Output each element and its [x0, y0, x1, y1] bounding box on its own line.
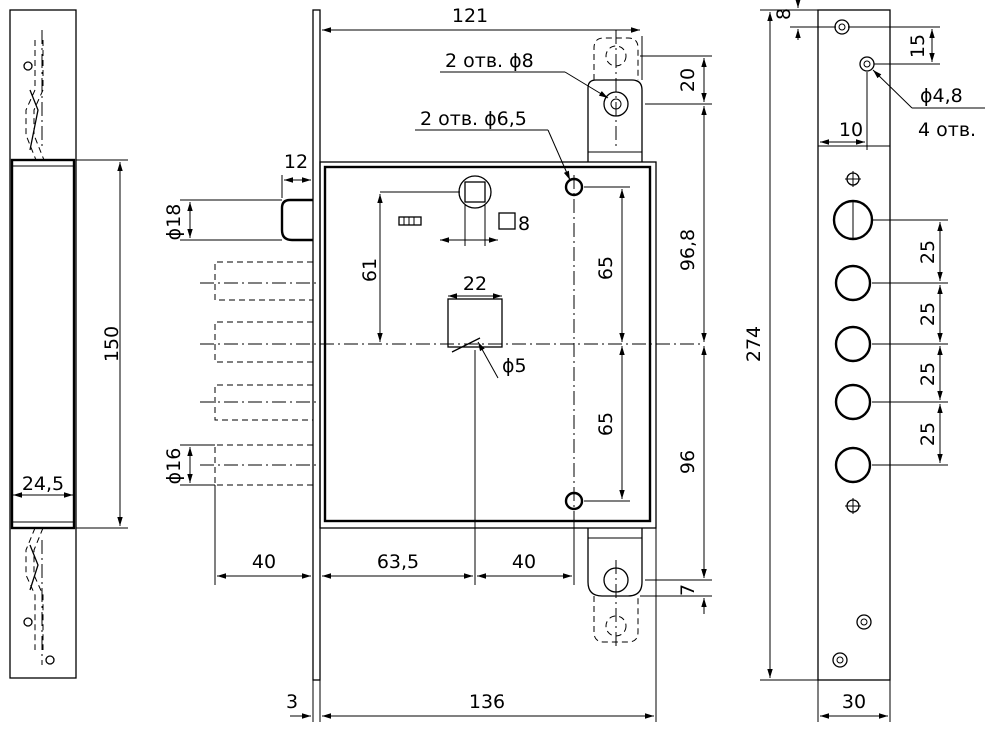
dim-25: 25: [917, 240, 939, 264]
dim-40-left: 40: [252, 551, 276, 573]
faceplate: [312, 9, 321, 681]
screw-hole: [23, 61, 33, 71]
top-mount-tab: [587, 79, 643, 162]
screw-hole: [45, 655, 55, 665]
dim-40-mid: 40: [512, 551, 536, 573]
dim-96-8: 96,8: [677, 229, 699, 271]
cylinder-cutout: [447, 298, 503, 348]
bolt-opening: [834, 383, 872, 421]
faceplate-front-outline: [817, 9, 891, 681]
dim-150: 150: [101, 326, 123, 362]
screw-hole: [23, 617, 33, 627]
screw-hole-4-8: [832, 652, 848, 668]
dim-25: 25: [917, 422, 939, 446]
dim-25: 25: [917, 302, 939, 326]
dim-15: 15: [907, 34, 929, 58]
screw-hole-4-8: [856, 614, 872, 630]
dim-3: 3: [286, 691, 298, 713]
dim-274: 274: [743, 326, 765, 362]
square-8-label: 8: [518, 213, 530, 235]
strike-plate-outline: [9, 9, 77, 679]
dia-18-label: ϕ18: [163, 204, 185, 241]
dim-24-5: 24,5: [22, 473, 64, 495]
holes-8-label: 2 отв. ϕ8: [445, 50, 534, 72]
dim-65-lower: 65: [595, 412, 617, 436]
faceplate-front-view: 25 25 25 25 274 8 15 10 ϕ4,8 4 отв. 30: [743, 0, 985, 722]
dim-22: 22: [463, 273, 487, 295]
holes-6-5-label: 2 отв. ϕ6,5: [420, 108, 527, 130]
dim-20: 20: [677, 68, 699, 92]
dia-16-label: ϕ16: [163, 448, 185, 485]
latch-bolt: [280, 198, 313, 242]
indicator-slot: [398, 216, 422, 226]
square-8-symbol: [498, 212, 516, 230]
screw-hole-4-8: [834, 19, 850, 35]
dim-65-upper: 65: [595, 256, 617, 280]
lock-body-view: 8 22 ϕ5 61 65 65 96,8 96: [163, 5, 712, 722]
spindle-square: [464, 181, 486, 203]
spindle-hub: [458, 175, 492, 209]
holes-4-label: 4 отв.: [918, 119, 976, 141]
bolt-opening: [834, 325, 872, 363]
lock-case: [319, 161, 657, 529]
dia-4-8-label: ϕ4,8: [920, 85, 963, 107]
bolt-opening: [834, 264, 872, 302]
dim-8-top: 8: [773, 8, 795, 20]
dim-136: 136: [469, 691, 505, 713]
dim-61: 61: [359, 258, 381, 282]
dim-30: 30: [842, 691, 866, 713]
dim-10: 10: [839, 119, 863, 141]
bolt-opening: [834, 446, 872, 484]
dead-bolts: [200, 261, 318, 486]
strike-plate-view: 150 24,5: [9, 9, 128, 679]
dim-63-5: 63,5: [377, 551, 419, 573]
bottom-mount-tab: [587, 528, 643, 597]
dia-5-label: ϕ5: [502, 355, 527, 377]
dim-96: 96: [677, 450, 699, 474]
screw-hole-4-8: [859, 56, 875, 72]
dim-7: 7: [677, 584, 699, 596]
dim-121: 121: [452, 5, 488, 27]
dim-12: 12: [284, 151, 308, 173]
dim-25: 25: [917, 362, 939, 386]
